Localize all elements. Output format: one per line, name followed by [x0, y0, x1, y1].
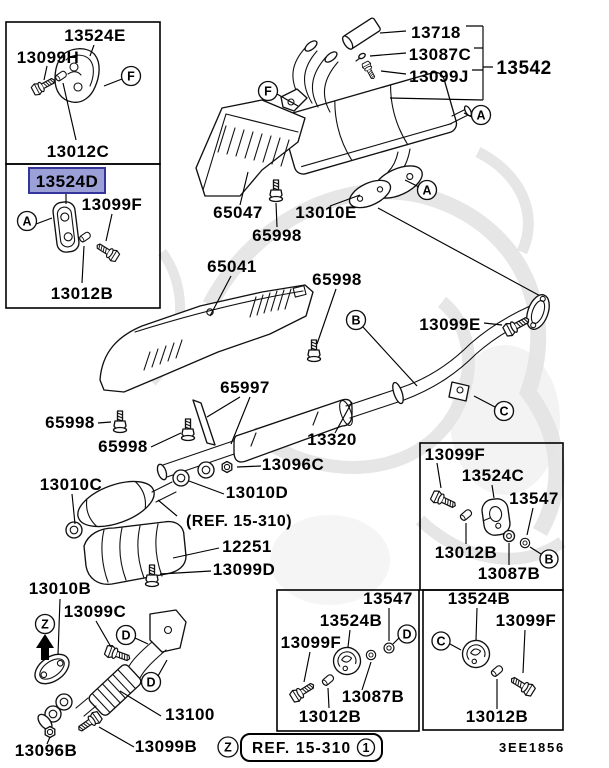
inset-c-drawing [459, 607, 537, 709]
part-label-13010E: 13010E [295, 203, 357, 222]
part-label-65047: 65047 [213, 203, 263, 222]
part-label-13547-b: 13547 [509, 489, 559, 508]
muffler-drawing [280, 17, 545, 299]
part-label-13099E: 13099E [419, 315, 481, 334]
part-label-13099J: 13099J [409, 67, 469, 86]
center-pipe-drawing [156, 294, 550, 481]
part-label-13099F-c: 13099F [496, 611, 557, 630]
svg-text:D: D [146, 676, 155, 690]
part-label-13099F-d: 13099F [281, 633, 342, 652]
marker-a-main-2: A [404, 179, 438, 201]
marker-b-main: B [345, 309, 418, 387]
part-label-13012B-a: 13012B [51, 284, 114, 303]
inset-box-a [5, 163, 161, 309]
part-label-13524E: 13524E [64, 26, 126, 45]
part-label-13099B: 13099B [135, 737, 198, 756]
part-label-13096C: 13096C [262, 455, 325, 474]
part-label-13099F-a: 13099F [82, 195, 143, 214]
heat-shield-65047-drawing [195, 99, 306, 228]
part-label-13010B: 13010B [29, 579, 92, 598]
part-label-13012B-c: 13012B [466, 707, 529, 726]
part-label-12251: 12251 [222, 537, 272, 556]
svg-text:D: D [121, 629, 130, 643]
part-label-13524B-c: 13524B [448, 589, 511, 608]
inset-b-drawing [429, 462, 534, 565]
svg-text:A: A [422, 184, 431, 198]
inset-d-drawing [288, 608, 395, 709]
part-label-13524B-d: 13524B [320, 611, 383, 630]
diagram-code: 3EE1856 [499, 740, 565, 755]
part-label-13012C: 13012C [47, 142, 110, 161]
part-label-13100: 13100 [165, 705, 215, 724]
part-label-13718: 13718 [411, 23, 461, 42]
part-label-13096B: 13096B [15, 741, 78, 760]
part-label-65998-c: 65998 [45, 413, 95, 432]
marker-c-inset: C [431, 631, 462, 651]
part-label-13542: 13542 [496, 58, 551, 79]
svg-text:Z: Z [41, 618, 49, 632]
marker-a-inset: A [16, 210, 38, 232]
footer-ref: Z REF. 15-310 1 [217, 733, 383, 762]
part-label-13320: 13320 [307, 430, 357, 449]
marker-f-main: F [257, 80, 299, 107]
svg-text:A: A [22, 215, 31, 229]
marker-d-main-1: D [115, 624, 149, 646]
part-label-13010D: 13010D [226, 483, 289, 502]
svg-text:B: B [351, 314, 360, 328]
part-label-13099D: 13099D [213, 560, 276, 579]
marker-d-main-2: D [140, 659, 168, 693]
catalyst-drawing [65, 461, 225, 588]
inset-box-d [276, 589, 420, 732]
part-label-13012B-b: 13012B [435, 543, 498, 562]
svg-text:D: D [402, 628, 411, 642]
front-pipe-drawing [34, 598, 187, 748]
footer-ref-text: REF. 15-310 [252, 740, 351, 757]
selected-part-highlight [28, 167, 106, 194]
svg-text:B: B [544, 553, 553, 567]
part-label-13087C: 13087C [409, 45, 472, 64]
svg-text:Z: Z [224, 741, 232, 755]
part-label-65998-d: 65998 [98, 437, 148, 456]
part-label-65998-a: 65998 [252, 226, 302, 245]
part-label-13087B-d: 13087B [342, 687, 405, 706]
marker-z-main: Z [34, 613, 56, 635]
marker-b-inset: B [529, 546, 559, 569]
part-label-13099H: 13099H [17, 48, 80, 67]
part-label-65997: 65997 [220, 378, 270, 397]
svg-text:F: F [264, 85, 272, 99]
heat-shield-65041-drawing [97, 275, 337, 448]
svg-text:F: F [127, 70, 135, 84]
marker-c-main: C [473, 395, 515, 422]
svg-text:A: A [476, 109, 485, 123]
inset-a-drawing [35, 194, 122, 284]
part-label-65041: 65041 [207, 257, 257, 276]
ref-note: (REF. 15-310) [186, 513, 292, 530]
part-label-13012B-d: 13012B [299, 707, 362, 726]
inset-f-drawing [29, 44, 123, 141]
marker-d-inset: D [392, 624, 417, 645]
part-label-13547-d: 13547 [363, 589, 413, 608]
part-label-13099C: 13099C [64, 602, 127, 621]
marker-f-inset: F [120, 65, 142, 87]
svg-text:1: 1 [363, 741, 370, 755]
up-arrow [36, 634, 54, 660]
svg-text:C: C [499, 405, 508, 419]
part-label-13087B-b: 13087B [478, 564, 541, 583]
part-label-13524C: 13524C [462, 466, 525, 485]
svg-text:C: C [436, 635, 445, 649]
part-label-13524D-selected[interactable]: 13524D [36, 172, 99, 191]
marker-a-main-1: A [463, 104, 492, 126]
part-label-13099F-b: 13099F [425, 445, 486, 464]
part-label-13010C: 13010C [40, 475, 103, 494]
part-label-65998-b: 65998 [312, 270, 362, 289]
inset-box-c [422, 589, 564, 731]
